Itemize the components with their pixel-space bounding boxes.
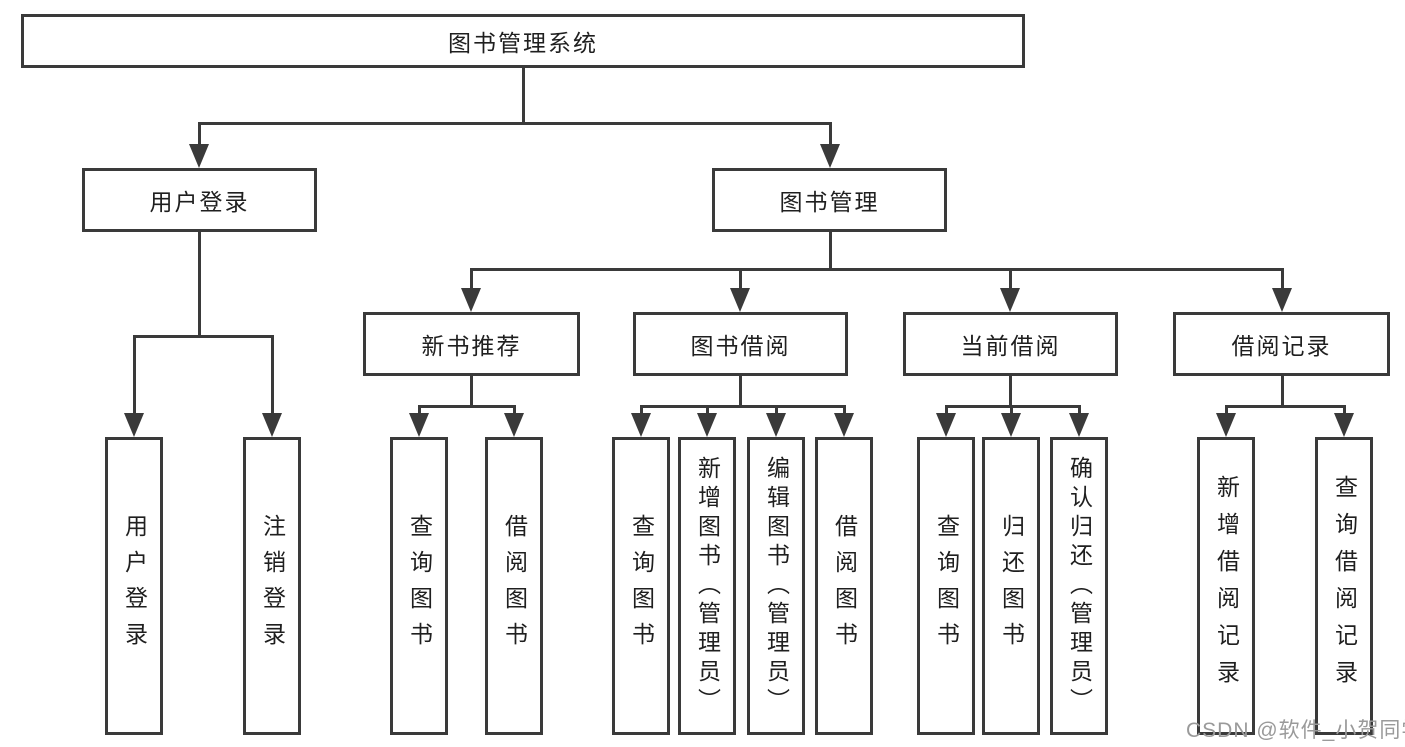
connector-line <box>198 122 201 150</box>
node-leaf-bb-edit-books-admin: 编辑图书（管理员） <box>747 437 805 735</box>
node-label: 查询借阅记录 <box>1331 475 1358 697</box>
node-leaf-br-query-record: 查询借阅记录 <box>1315 437 1373 735</box>
node-root: 图书管理系统 <box>21 14 1025 68</box>
connector-line <box>522 68 525 125</box>
node-leaf-bb-borrow-books: 借阅图书 <box>815 437 873 735</box>
connector-line <box>1225 405 1345 408</box>
node-label: 确认归还（管理员） <box>1066 455 1093 717</box>
arrow-down-icon <box>409 413 429 437</box>
connector-line <box>1009 376 1012 408</box>
node-label: 用户登录 <box>149 189 250 215</box>
arrow-down-icon <box>834 413 854 437</box>
arrow-down-icon <box>631 413 651 437</box>
arrow-down-icon <box>1272 288 1292 312</box>
arrow-down-icon <box>504 413 524 437</box>
node-label: 借阅记录 <box>1231 333 1332 359</box>
node-leaf-nbr-borrow-books: 借阅图书 <box>485 437 543 735</box>
csdn-watermark: CSDN @软件_小贺同学 <box>1186 719 1405 742</box>
connector-line <box>739 268 742 295</box>
node-label: 图书借阅 <box>690 333 791 359</box>
connector-line <box>198 232 201 338</box>
node-new-book-recommend: 新书推荐 <box>363 312 580 376</box>
node-borrowing-records: 借阅记录 <box>1173 312 1390 376</box>
arrow-down-icon <box>1000 288 1020 312</box>
connector-line <box>133 335 136 420</box>
connector-line <box>843 405 846 420</box>
arrow-down-icon <box>936 413 956 437</box>
node-book-management: 图书管理 <box>712 168 947 232</box>
node-leaf-cb-query-books: 查询图书 <box>917 437 975 735</box>
node-leaf-cb-return-books: 归还图书 <box>982 437 1040 735</box>
connector-line <box>133 335 274 338</box>
connector-line <box>1281 268 1284 295</box>
connector-line <box>706 405 709 420</box>
connector-line <box>1010 405 1013 420</box>
connector-line <box>1281 376 1284 408</box>
node-label: 编辑图书（管理员） <box>763 455 790 717</box>
node-leaf-cb-confirm-return-admin: 确认归还（管理员） <box>1050 437 1108 735</box>
connector-line <box>513 405 516 420</box>
connector-line <box>1009 268 1012 295</box>
arrow-down-icon <box>820 144 840 168</box>
connector-line <box>470 268 473 295</box>
arrow-down-icon <box>1334 413 1354 437</box>
connector-line <box>829 122 832 150</box>
connector-line <box>198 122 832 125</box>
node-label: 借阅图书 <box>831 514 858 658</box>
node-label: 查询图书 <box>933 514 960 658</box>
node-label: 借阅图书 <box>501 514 528 658</box>
node-leaf-br-add-record: 新增借阅记录 <box>1197 437 1255 735</box>
connector-line <box>418 405 421 420</box>
arrow-down-icon <box>697 413 717 437</box>
node-label: 新增图书（管理员） <box>694 455 721 717</box>
connector-line <box>640 405 643 420</box>
connector-line <box>945 405 948 420</box>
node-user-login: 用户登录 <box>82 168 317 232</box>
connector-line <box>739 376 742 408</box>
connector-line <box>418 405 516 408</box>
connector-line <box>1078 405 1081 420</box>
arrow-down-icon <box>461 288 481 312</box>
node-leaf-nbr-query-books: 查询图书 <box>390 437 448 735</box>
arrow-down-icon <box>124 413 144 437</box>
node-current-borrowing: 当前借阅 <box>903 312 1118 376</box>
connector-line <box>470 268 1284 271</box>
arrow-down-icon <box>1001 413 1021 437</box>
node-label: 归还图书 <box>998 514 1025 658</box>
node-label: 图书管理 <box>779 189 880 215</box>
arrow-down-icon <box>189 144 209 168</box>
arrow-down-icon <box>1216 413 1236 437</box>
node-label: 图书管理系统 <box>448 30 598 56</box>
connector-line <box>640 405 846 408</box>
connector-line <box>470 375 473 408</box>
arrow-down-icon <box>730 288 750 312</box>
node-label: 查询图书 <box>406 514 433 658</box>
node-label: 新书推荐 <box>421 333 522 359</box>
node-label: 当前借阅 <box>960 333 1061 359</box>
arrow-down-icon <box>262 413 282 437</box>
connector-line <box>829 232 832 271</box>
node-leaf-user-login: 用户登录 <box>105 437 163 735</box>
arrow-down-icon <box>1069 413 1089 437</box>
node-label: 注销登录 <box>259 514 286 658</box>
node-label: 用户登录 <box>121 514 148 658</box>
node-label: 查询图书 <box>628 514 655 658</box>
connector-line <box>775 405 778 420</box>
connector-line <box>271 335 274 420</box>
node-leaf-bb-query-books: 查询图书 <box>612 437 670 735</box>
connector-line <box>1225 405 1228 420</box>
arrow-down-icon <box>766 413 786 437</box>
node-leaf-bb-add-books-admin: 新增图书（管理员） <box>678 437 736 735</box>
node-label: 新增借阅记录 <box>1213 475 1240 697</box>
node-book-borrowing: 图书借阅 <box>633 312 848 376</box>
node-leaf-logout: 注销登录 <box>243 437 301 735</box>
connector-line <box>1343 405 1346 420</box>
